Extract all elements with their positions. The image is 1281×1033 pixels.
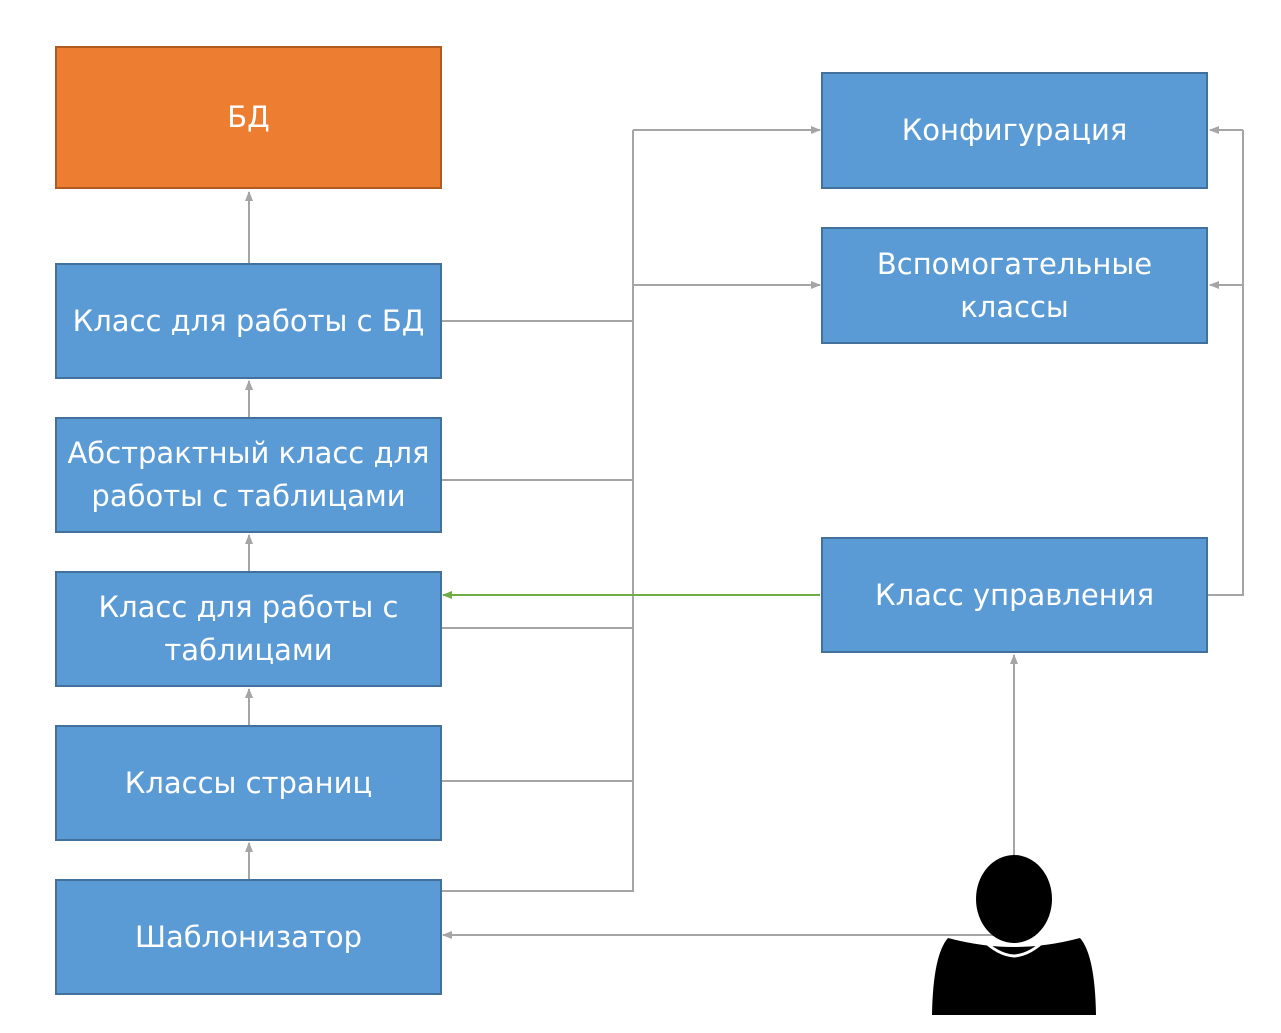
node-table-class: Класс для работы с таблицами [55, 571, 442, 687]
node-helper-classes: Вспомогательные классы [821, 227, 1208, 344]
person-icon [932, 855, 1096, 1015]
node-templater: Шаблонизатор [55, 879, 442, 995]
node-db-class: Класс для работы с БД [55, 263, 442, 379]
node-page-classes: Классы страниц [55, 725, 442, 841]
node-db: БД [55, 46, 442, 189]
node-abstract-table-class: Абстрактный класс для работы с таблицами [55, 417, 442, 533]
connector-control-loop [1207, 130, 1244, 596]
node-control-class: Класс управления [821, 537, 1208, 653]
node-configuration: Конфигурация [821, 72, 1208, 189]
